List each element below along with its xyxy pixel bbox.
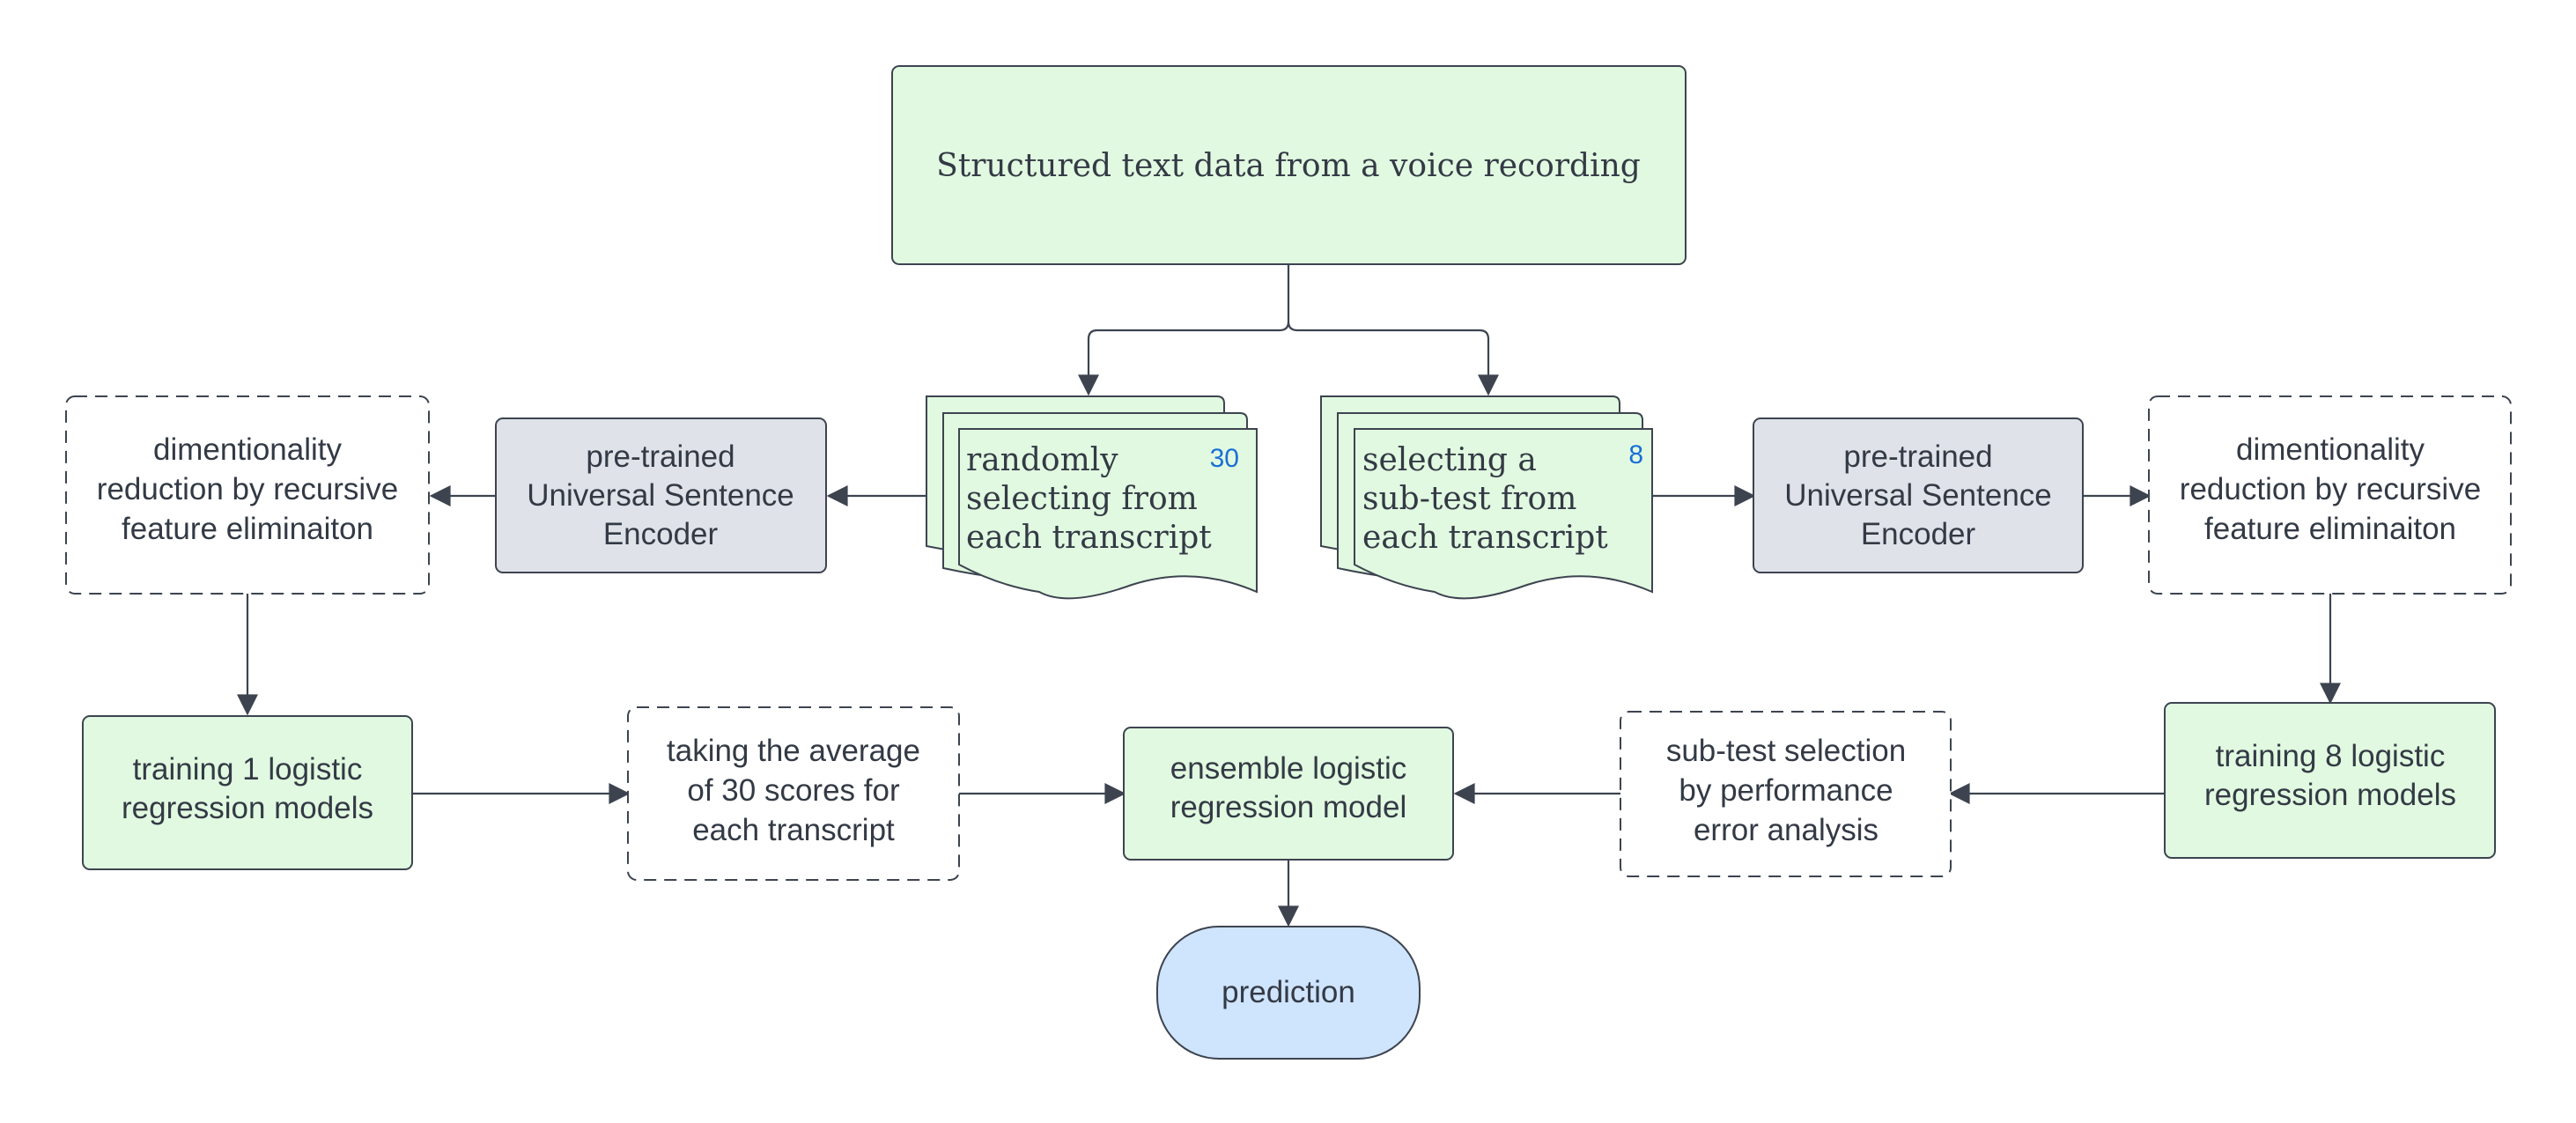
rfe-left-text-line-1: dimentionality: [153, 432, 342, 467]
train-left-text: training 1 logistic regression models: [122, 752, 373, 825]
train-right-text: training 8 logistic regression models: [2204, 739, 2456, 812]
train-right-text-line-1: training 8 logistic: [2216, 739, 2446, 773]
train-left-text-line-2: regression models: [122, 791, 373, 825]
rfe-left-text-line-2: reduction by recursive: [97, 472, 398, 506]
prediction-text-line-1: prediction: [1222, 975, 1355, 1009]
rfe-right-text-line-2: reduction by recursive: [2180, 472, 2481, 506]
node-rfe-right: dimentionality reduction by recursive feat…: [2148, 395, 2512, 595]
node-train-left: training 1 logistic regression models: [82, 715, 413, 870]
node-subtest-selection: sub-test selection by performance error an…: [1620, 711, 1952, 877]
subtest-count-badge: 8: [1628, 440, 1643, 469]
ensemble-text-line-1: ensemble logistic: [1170, 751, 1406, 786]
random-count-badge: 30: [1210, 444, 1239, 473]
encoder-left-text-line-2: Universal Sentence: [527, 478, 794, 513]
edge-source-to-subtest: [1287, 321, 1499, 396]
encoder-right-text-line-3: Encoder: [1861, 517, 1976, 551]
rfe-left-text-line-3: feature eliminaiton: [122, 512, 373, 546]
train-right-text-line-2: regression models: [2204, 778, 2456, 812]
node-ensemble: ensemble logistic regression model: [1123, 727, 1454, 861]
random-doc-text-line-1: randomly: [966, 442, 1118, 478]
random-doc-text-line-2: selecting from: [966, 481, 1198, 517]
average-text-line-1: taking the average: [667, 734, 920, 768]
source-text-line-1: Structured text data from a voice record…: [936, 148, 1641, 184]
node-rfe-left: dimentionality reduction by recursive feat…: [65, 395, 430, 595]
ensemble-text-line-2: regression model: [1170, 790, 1406, 824]
subtest-doc-text-line-3: each transcript: [1362, 520, 1608, 556]
rfe-right-text: dimentionality reduction by recursive feat…: [2180, 432, 2481, 546]
rfe-left-text: dimentionality reduction by recursive feat…: [97, 432, 398, 546]
subtest-selection-text: sub-test selection by performance error an…: [1666, 734, 1906, 847]
subtest-selection-text-line-2: by performance: [1679, 773, 1893, 808]
rfe-right-text-line-1: dimentionality: [2236, 432, 2425, 467]
subtest-doc-text-line-1: selecting a: [1362, 442, 1537, 478]
subtest-selection-text-line-1: sub-test selection: [1666, 734, 1906, 768]
prediction-text: prediction: [1222, 975, 1355, 1009]
ensemble-text: ensemble logistic regression model: [1170, 751, 1406, 824]
rfe-right-text-line-3: feature eliminaiton: [2204, 512, 2456, 546]
edge-source-to-random: [1078, 264, 1290, 396]
encoder-left-text-line-1: pre-trained: [586, 440, 734, 474]
node-average: taking the average of 30 scores for each t…: [627, 706, 960, 881]
average-text: taking the average of 30 scores for each t…: [667, 734, 920, 847]
node-train-right: training 8 logistic regression models: [2164, 702, 2496, 859]
subtest-doc-text-line-2: sub-test from: [1362, 481, 1576, 517]
subtest-selection-text-line-3: error analysis: [1694, 813, 1878, 847]
train-left-text-line-1: training 1 logistic: [133, 752, 363, 787]
node-source: Structured text data from a voice record…: [891, 65, 1687, 265]
average-text-line-3: each transcript: [692, 813, 895, 847]
encoder-left-text-line-3: Encoder: [603, 517, 719, 551]
encoder-right-text-line-1: pre-trained: [1843, 440, 1992, 474]
random-doc-text-line-3: each transcript: [966, 520, 1212, 556]
average-text-line-2: of 30 scores for: [687, 773, 900, 808]
node-prediction: prediction: [1156, 926, 1421, 1060]
encoder-right-text-line-2: Universal Sentence: [1784, 478, 2052, 513]
source-text: Structured text data from a voice record…: [936, 148, 1641, 184]
connectors: [237, 264, 2341, 927]
